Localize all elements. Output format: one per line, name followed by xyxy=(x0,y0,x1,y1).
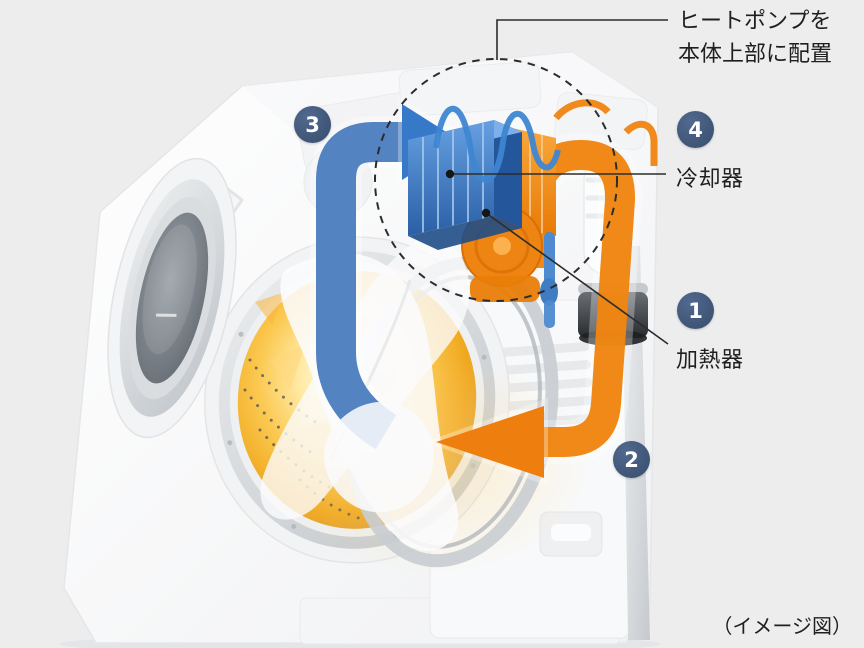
refrigerant-coil xyxy=(433,105,561,183)
cooler-label: 冷却器 xyxy=(676,167,744,192)
step-badge-1: 1 xyxy=(677,292,714,329)
step-badge-3: 3 xyxy=(294,106,331,143)
door-glass xyxy=(135,212,209,384)
heat-pump-highlight-circle xyxy=(374,58,618,302)
door xyxy=(107,157,244,439)
leader-lines xyxy=(450,19,669,345)
heater-leader-dot xyxy=(481,208,491,218)
cloth-fold xyxy=(324,401,434,513)
heat-pump-note: ヒートポンプを 本体上部に配置 xyxy=(678,5,832,71)
note-leader xyxy=(496,19,668,60)
heater-label: 加熱器 xyxy=(676,348,744,373)
image-caption: （イメージ図） xyxy=(712,614,852,638)
heat-pump-note-line2: 本体上部に配置 xyxy=(678,42,833,67)
heat-pump-note-line1: ヒートポンプを xyxy=(678,9,832,34)
step-badge-4: 4 xyxy=(677,111,714,148)
warm-air-arrowhead xyxy=(436,406,544,478)
step-badge-2: 2 xyxy=(613,441,650,478)
cooler-leader-dot xyxy=(445,169,455,179)
refrigerant-tube xyxy=(540,232,558,328)
heater-leader xyxy=(485,212,669,345)
